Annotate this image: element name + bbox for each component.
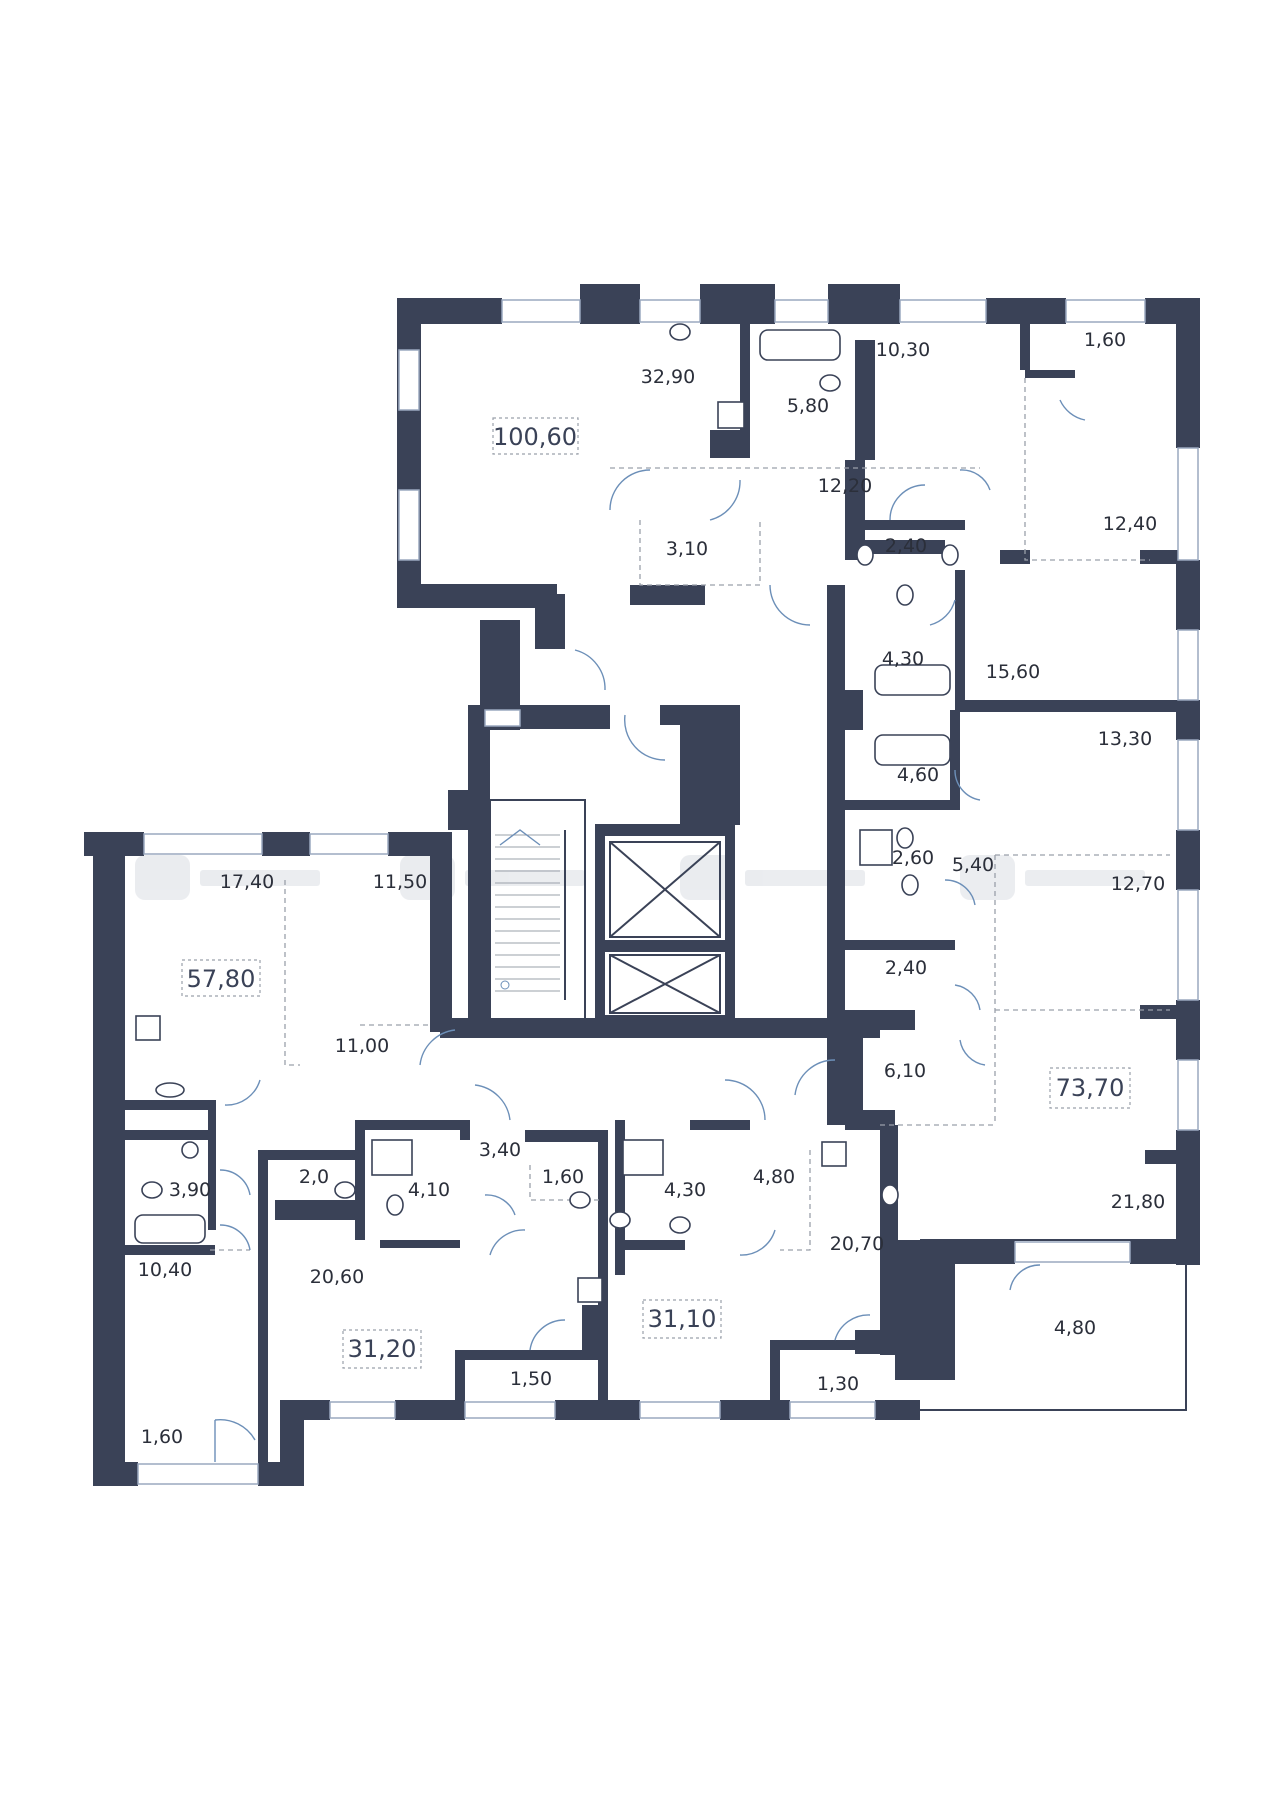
- sink-icon: [941, 544, 959, 566]
- stove-icon: [135, 1015, 161, 1041]
- fixtures: [134, 323, 959, 1303]
- room-area: 12,70: [1111, 873, 1165, 895]
- windows: [137, 299, 1199, 1485]
- bathtub-icon: [874, 734, 951, 766]
- apartment-total: 31,10: [648, 1305, 717, 1333]
- room-area: 15,60: [986, 661, 1040, 683]
- room-area: 1,60: [1084, 329, 1126, 351]
- room-area: 4,30: [882, 648, 924, 670]
- room-area: 10,30: [876, 339, 930, 361]
- room-area: 2,60: [892, 847, 934, 869]
- room-area: 2,40: [885, 957, 927, 979]
- shower-icon: [371, 1139, 413, 1176]
- bathtub-icon: [134, 1214, 206, 1244]
- room-area: 4,30: [664, 1179, 706, 1201]
- toilet-icon: [569, 1191, 591, 1209]
- room-area: 11,00: [335, 1035, 389, 1057]
- walls: [84, 284, 1200, 1486]
- room-area: 4,80: [1054, 1317, 1096, 1339]
- toilet-icon: [386, 1194, 404, 1216]
- elevator-icon: [609, 841, 721, 1014]
- toilet-icon: [881, 1184, 899, 1206]
- watermark: [135, 855, 1145, 900]
- toilet-icon: [669, 1216, 691, 1234]
- room-area: 5,40: [952, 854, 994, 876]
- room-area: 32,90: [641, 366, 695, 388]
- apartment-total: 57,80: [187, 965, 256, 993]
- room-area: 4,10: [408, 1179, 450, 1201]
- room-area: 1,30: [817, 1373, 859, 1395]
- room-area: 2,0: [299, 1166, 329, 1188]
- stove-icon: [577, 1277, 603, 1303]
- room-area: 11,50: [373, 871, 427, 893]
- room-area: 3,90: [169, 1179, 211, 1201]
- room-area: 10,40: [138, 1259, 192, 1281]
- apartment-total: 31,20: [348, 1335, 417, 1363]
- toilet-icon: [856, 544, 874, 566]
- doors: [214, 399, 1086, 1462]
- apartment-total: 73,70: [1056, 1074, 1125, 1102]
- bathtub-icon: [759, 329, 841, 361]
- sink-icon: [819, 374, 841, 392]
- room-area: 12,20: [818, 475, 872, 497]
- room-area: 1,60: [542, 1166, 584, 1188]
- room-area: 4,60: [897, 764, 939, 786]
- zone-lines: [210, 378, 1170, 1251]
- room-area: 20,60: [310, 1266, 364, 1288]
- room-area: 21,80: [1111, 1191, 1165, 1213]
- stove-icon: [821, 1141, 847, 1167]
- toilet-icon: [896, 827, 914, 849]
- toilet-icon: [669, 323, 691, 341]
- toilet-icon: [181, 1141, 199, 1159]
- room-area: 20,70: [830, 1233, 884, 1255]
- room-labels: 32,90 5,80 10,30 1,60 12,20 12,40 3,10 2…: [138, 329, 1165, 1448]
- stairs-icon: [489, 799, 586, 1021]
- sink-icon: [334, 1181, 356, 1199]
- room-area: 1,60: [141, 1426, 183, 1448]
- sink-icon: [609, 1211, 631, 1229]
- toilet-icon: [141, 1181, 163, 1199]
- shower-icon: [859, 829, 893, 866]
- room-area: 3,10: [666, 538, 708, 560]
- room-area: 1,50: [510, 1368, 552, 1390]
- room-area: 2,40: [885, 535, 927, 557]
- room-area: 17,40: [220, 871, 274, 893]
- room-area: 13,30: [1098, 728, 1152, 750]
- stove-icon: [717, 401, 745, 429]
- room-area: 4,80: [753, 1166, 795, 1188]
- toilet-icon: [901, 874, 919, 896]
- apartment-totals: 100,60 57,80 73,70 31,20 31,10: [181, 417, 1131, 1369]
- bathtub-icon: [874, 664, 951, 696]
- apartment-total: 100,60: [493, 423, 577, 451]
- shower-icon: [622, 1139, 664, 1176]
- room-area: 3,40: [479, 1139, 521, 1161]
- room-area: 6,10: [884, 1060, 926, 1082]
- toilet-icon: [155, 1082, 185, 1098]
- toilet-icon: [896, 584, 914, 606]
- room-area: 12,40: [1103, 513, 1157, 535]
- room-area: 5,80: [787, 395, 829, 417]
